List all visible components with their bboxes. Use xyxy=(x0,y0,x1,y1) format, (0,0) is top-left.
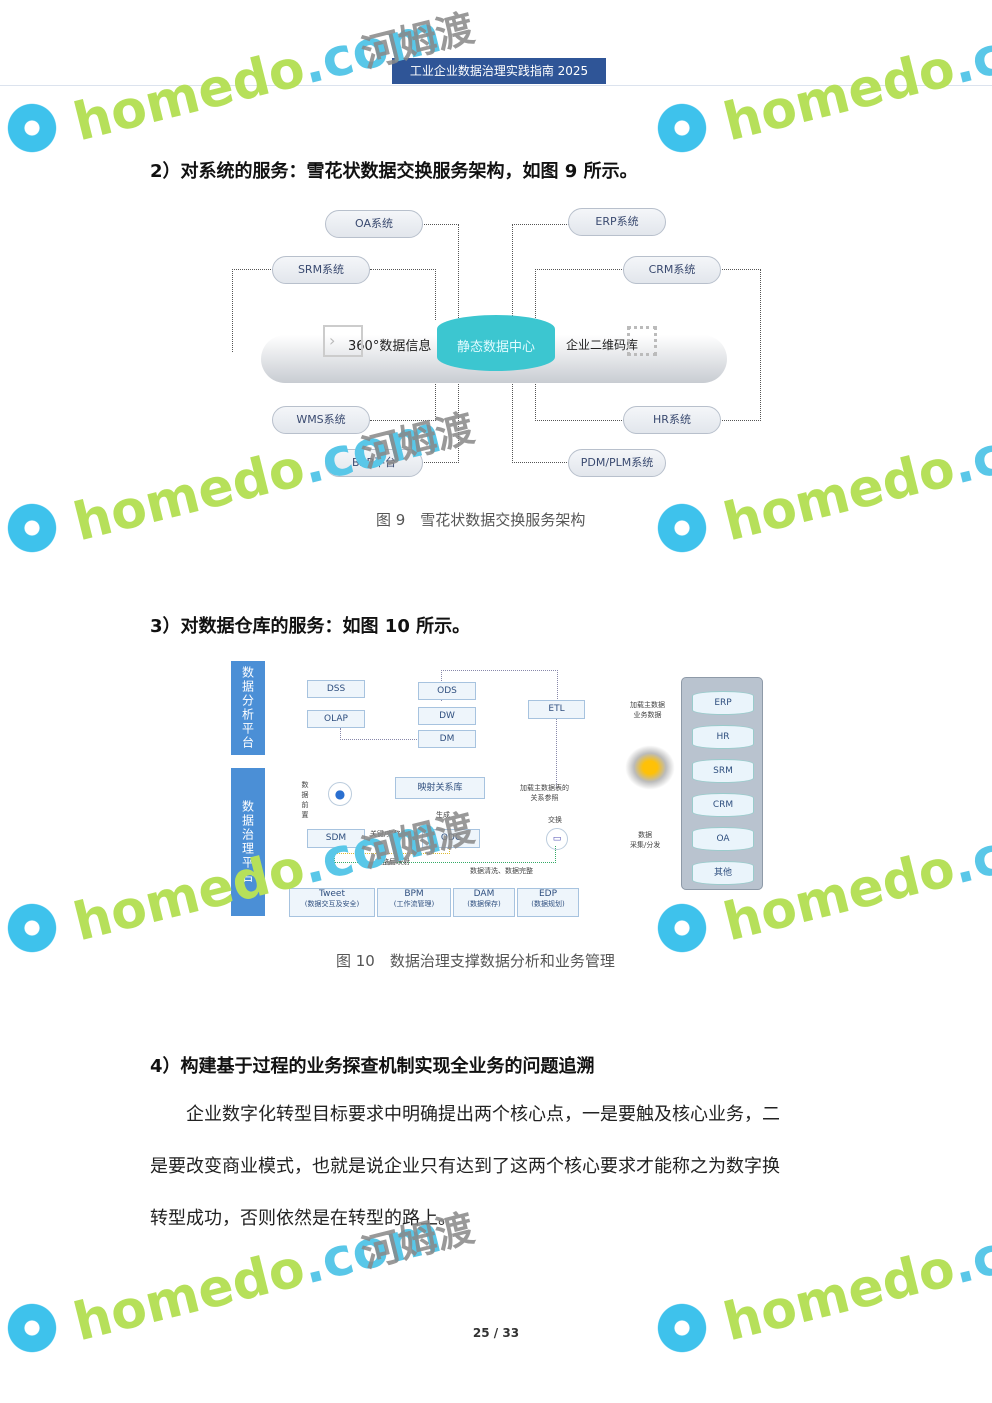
tool-desc: (数据保存) xyxy=(467,900,501,908)
watermark: homedo.com xyxy=(718,404,992,554)
connector xyxy=(340,728,419,740)
watermark-flower-logo xyxy=(4,100,60,156)
side-analysis-platform: 数据分析平台 xyxy=(231,661,265,755)
label-load-master: 加载主数据 业务数据 xyxy=(630,701,665,719)
node-wms: WMS系统 xyxy=(272,406,370,434)
section-heading-4: 4）构建基于过程的业务探查机制实现全业务的问题追溯 xyxy=(150,1056,595,1077)
figure-10-caption: 图 10 数据治理支撑数据分析和业务管理 xyxy=(336,952,615,970)
tool-tweet: Tweet(数据交互及安全) xyxy=(289,888,375,917)
node-hr: HR系统 xyxy=(623,406,721,434)
header-title: 工业企业数据治理实践指南 2025 xyxy=(392,58,606,84)
connector xyxy=(334,846,450,854)
watermark-flower-logo xyxy=(654,500,710,556)
tool-desc: (数据规划) xyxy=(531,900,565,908)
node-pdm: PDM/PLM系统 xyxy=(568,449,666,477)
connector xyxy=(556,718,557,788)
watermark-cn: 河姆渡 xyxy=(357,805,479,877)
connector xyxy=(512,370,569,463)
tool-desc: (工作流管理) xyxy=(393,900,435,908)
source-db: 其他 xyxy=(692,861,754,885)
connector xyxy=(420,224,459,320)
static-data-center: 静态数据中心 xyxy=(437,315,555,371)
section-heading-3: 3）对数据仓库的服务：如图 10 所示。 xyxy=(150,616,471,637)
tool-name: EDP xyxy=(538,889,558,899)
node-erp: ERP系统 xyxy=(568,208,666,236)
tool-dam: DAM(数据保存) xyxy=(453,888,515,917)
watermark: homedo.com xyxy=(718,4,992,154)
connector xyxy=(334,846,556,863)
side-governance-platform: 数据治理平台 xyxy=(231,768,265,916)
node-crm: CRM系统 xyxy=(623,256,721,284)
watermark-flower-logo xyxy=(4,500,60,556)
node-b2b: B2B平台 xyxy=(325,449,423,477)
node-srm: SRM系统 xyxy=(272,256,370,284)
tool-name: DAM xyxy=(473,889,495,899)
exchange-icon: ▭ xyxy=(546,828,568,850)
label-load-relation: 加载主数据表的 关系参照 xyxy=(520,784,569,802)
connector xyxy=(535,370,624,421)
tool-bpm: BPM(工作流管理) xyxy=(377,888,451,917)
connector xyxy=(370,370,436,421)
box-odc: ODC xyxy=(422,829,480,848)
label-qr-library: 企业二维码库 xyxy=(566,338,639,352)
tool-name: BPM xyxy=(404,889,424,899)
source-db: ERP xyxy=(692,691,754,715)
lightning-icon xyxy=(625,745,675,790)
box-mapping-db: 映射关系库 xyxy=(395,777,485,799)
box-ods: ODS xyxy=(418,682,476,700)
connector xyxy=(420,370,459,463)
source-db: OA xyxy=(692,827,754,851)
box-dw: DW xyxy=(418,707,476,725)
tool-edp: EDP(数据规划) xyxy=(517,888,579,917)
body-paragraph: 企业数字化转型目标要求中明确提出两个核心点，一是要触及核心业务，二 是要改变商业… xyxy=(150,1089,850,1245)
box-olap: OLAP xyxy=(307,710,365,728)
tool-desc: (数据交互及安全) xyxy=(304,900,360,908)
label-collect: 数据 采集/分发 xyxy=(630,831,661,849)
terminal-icon: › xyxy=(323,325,363,357)
label-360-info: 360°数据信息 xyxy=(348,339,432,354)
label-link: 关键/完整 xyxy=(370,830,401,838)
paragraph-line: 转型成功，否则依然是在转型的路上。 xyxy=(150,1208,456,1229)
paragraph-line: 企业数字化转型目标要求中明确提出两个核心点，一是要触及核心业务，二 xyxy=(150,1104,780,1125)
page-number: 25 / 33 xyxy=(472,1326,520,1340)
label-generate: 生成 xyxy=(436,811,450,819)
source-db: SRM xyxy=(692,759,754,783)
label-full-map: 完整后映射 xyxy=(375,858,410,866)
label-clean: 数据清洗、数据完整 xyxy=(470,867,533,875)
connector xyxy=(232,269,273,352)
box-dm: DM xyxy=(418,730,476,748)
figure-9-caption: 图 9 雪花状数据交换服务架构 xyxy=(376,511,586,529)
label-exchange: 交换 xyxy=(548,816,562,824)
user-icon: ● xyxy=(328,782,352,806)
watermark-flower-logo xyxy=(654,900,710,956)
box-sdm: SDM xyxy=(307,829,365,848)
node-oa: OA系统 xyxy=(325,210,423,238)
header-divider xyxy=(0,85,992,86)
connector xyxy=(512,224,569,320)
watermark-flower-logo xyxy=(4,1300,60,1356)
connector xyxy=(370,269,436,320)
watermark-flower-logo xyxy=(4,900,60,956)
source-db: CRM xyxy=(692,793,754,817)
paragraph-line: 是要改变商业模式，也就是说企业只有达到了这两个核心要求才能称之为数字换 xyxy=(150,1156,780,1177)
qr-code-icon xyxy=(627,326,657,356)
tool-name: Tweet xyxy=(319,889,345,899)
box-dss: DSS xyxy=(307,680,365,698)
section-heading-2: 2）对系统的服务：雪花状数据交换服务架构，如图 9 所示。 xyxy=(150,161,638,182)
connector xyxy=(535,269,624,320)
box-etl: ETL xyxy=(528,700,585,719)
watermark-flower-logo xyxy=(654,100,710,156)
label-pre: 数据前置 xyxy=(301,781,309,819)
connector xyxy=(722,269,761,421)
watermark-flower-logo xyxy=(654,1300,710,1356)
source-db: HR xyxy=(692,725,754,749)
